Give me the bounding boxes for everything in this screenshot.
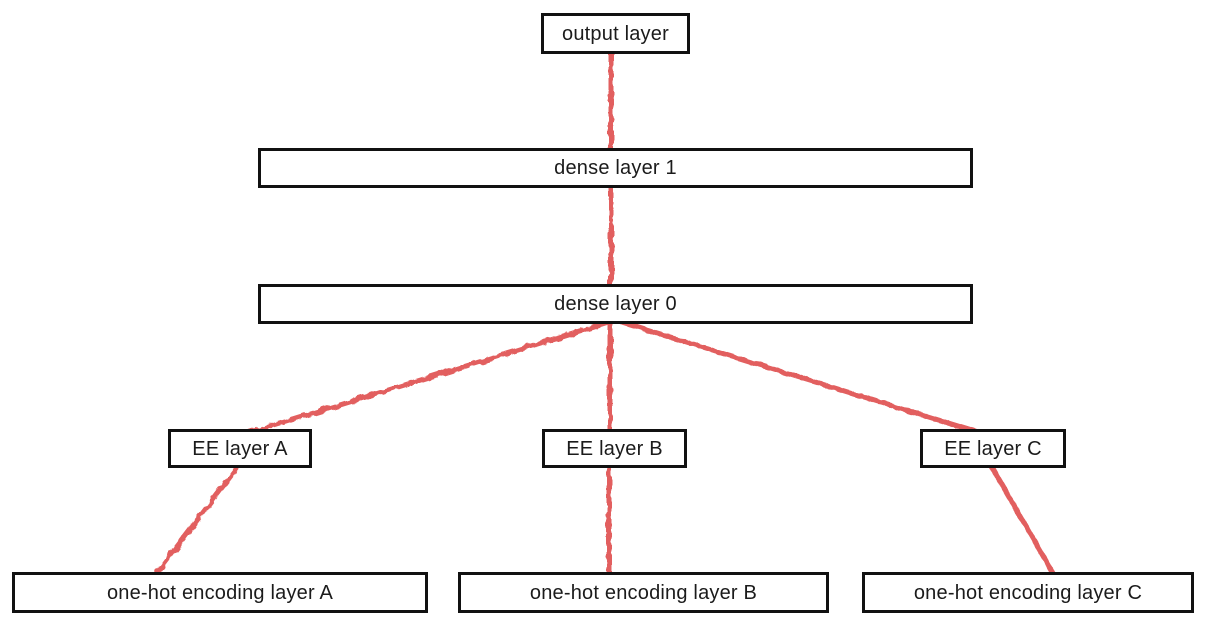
node-one-hot-encoding-layer-b: one-hot encoding layer B [458, 572, 829, 613]
node-ee-layer-c: EE layer C [920, 429, 1066, 468]
node-label-ee-layer-c: EE layer C [944, 437, 1042, 460]
edge-group [150, 45, 1059, 581]
node-ee-layer-a: EE layer A [168, 429, 312, 468]
node-label-dense-layer-1: dense layer 1 [554, 157, 677, 179]
edge-dense0-to-ee-c [611, 317, 987, 437]
node-one-hot-encoding-layer-c: one-hot encoding layer C [862, 572, 1194, 613]
node-ee-layer-b: EE layer B [542, 429, 687, 468]
node-label-ee-layer-b: EE layer B [566, 437, 663, 460]
node-dense-layer-0: dense layer 0 [258, 284, 973, 324]
node-label-dense-layer-0: dense layer 0 [554, 293, 677, 315]
node-label-one-hot-encoding-layer-c: one-hot encoding layer C [913, 581, 1143, 604]
edge-dense0-to-ee-a [243, 317, 618, 437]
node-label-ee-layer-a: EE layer A [192, 437, 288, 460]
edge-ee-a-to-onehot-a [150, 461, 243, 581]
node-label-output-layer: output layer [562, 22, 669, 45]
node-label-one-hot-encoding-layer-a: one-hot encoding layer A [106, 581, 334, 604]
edge-ee-c-to-onehot-c [987, 461, 1059, 581]
node-one-hot-encoding-layer-a: one-hot encoding layer A [12, 572, 428, 613]
node-label-one-hot-encoding-layer-b: one-hot encoding layer B [529, 581, 758, 604]
node-output-layer: output layer [541, 13, 690, 54]
node-dense-layer-1: dense layer 1 [258, 148, 973, 188]
